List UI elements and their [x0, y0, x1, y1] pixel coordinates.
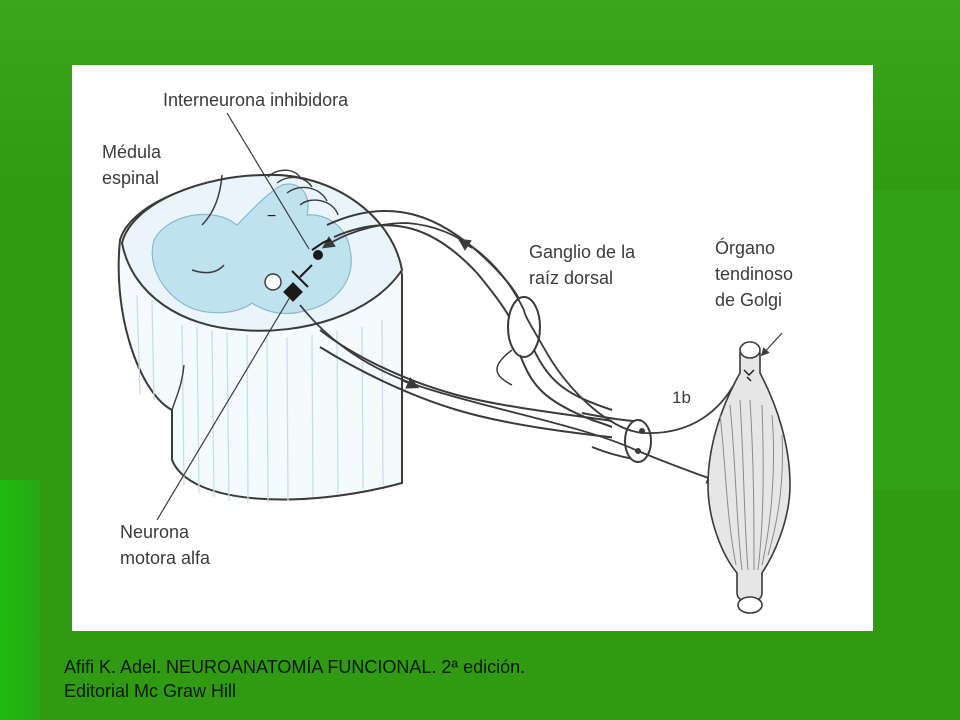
caption-line-2: Editorial Mc Graw Hill	[64, 681, 237, 701]
citation-caption: Afifi K. Adel. NEUROANATOMÍA FUNCIONAL. …	[64, 655, 525, 703]
motor-neuron-alpha	[283, 282, 303, 302]
label-ganglio-line2: raíz dorsal	[529, 268, 614, 288]
label-neurona-line2: motora alfa	[120, 548, 211, 568]
label-interneurona-inhibidora: Interneurona inhibidora	[163, 90, 349, 110]
label-neurona-line1: Neurona	[120, 522, 190, 542]
muscle	[707, 341, 791, 614]
dorsal-root-ganglion	[507, 296, 541, 358]
label-medula-espinal-line2: espinal	[102, 168, 160, 188]
spinal-cord-segment	[117, 169, 404, 504]
caption-line-1: Afifi K. Adel. NEUROANATOMÍA FUNCIONAL. …	[64, 657, 526, 677]
label-organo-line2: tendinoso	[715, 264, 794, 284]
background-left-strip	[0, 480, 40, 720]
label-organo-line1: Órgano	[715, 238, 776, 258]
afferent-1b-fiber	[321, 222, 739, 434]
inhibition-marker	[264, 273, 282, 291]
interneuron-inhibitory	[291, 239, 331, 288]
leader-interneuron	[226, 112, 310, 250]
leader-motor-neuron	[156, 296, 291, 521]
efferent-motor-fiber	[299, 304, 720, 484]
label-organo-line3: de Golgi	[715, 290, 783, 310]
minus-sign: −	[267, 208, 277, 225]
label-medula-espinal-line1: Médula	[102, 142, 162, 162]
label-ganglio-line1: Ganglio de la	[529, 242, 636, 262]
diagram-panel: Interneurona inhibidora Médula espinal G…	[72, 65, 873, 631]
golgi-receptor-icon	[743, 369, 755, 382]
reflex-diagram-svg	[117, 112, 791, 614]
background-right-block	[870, 190, 960, 490]
leader-golgi-organ	[760, 332, 783, 357]
label-fiber-1b: 1b	[672, 388, 691, 407]
ventral-root	[319, 329, 628, 440]
